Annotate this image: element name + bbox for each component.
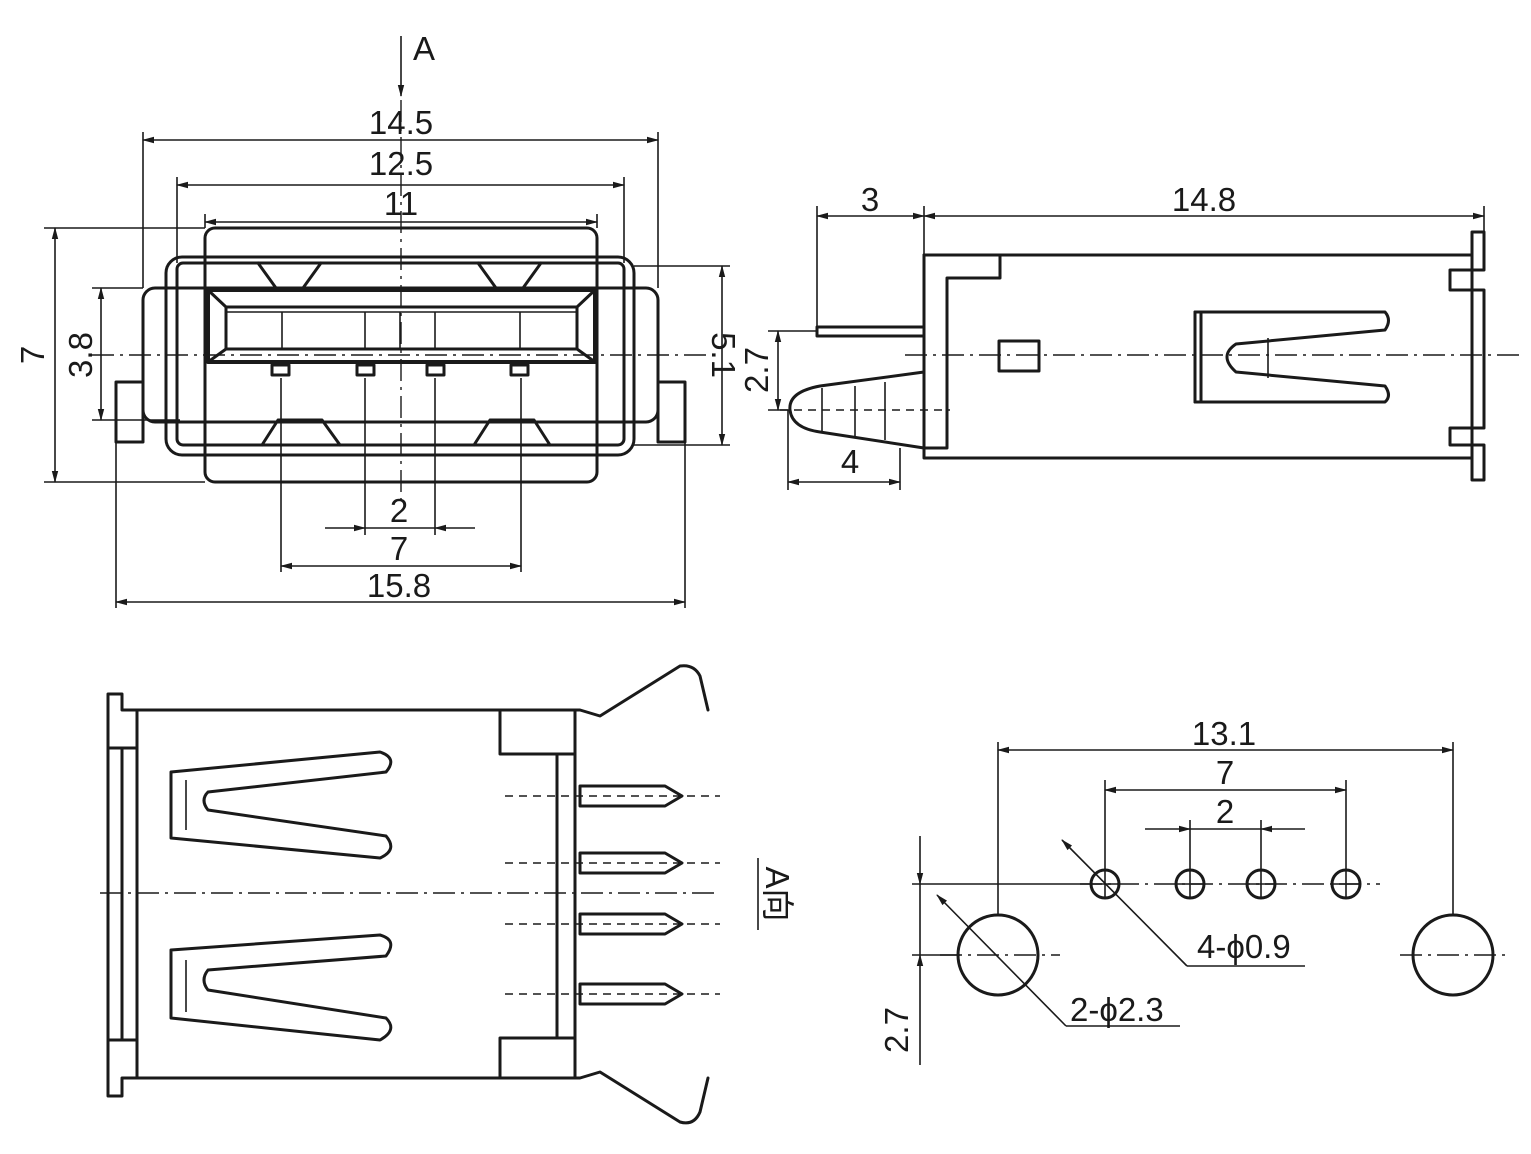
pcb-extension-lines <box>912 742 1454 956</box>
dim-2-pitch: 2 <box>390 492 408 529</box>
view-arrow-a: A <box>397 30 435 97</box>
contact-1 <box>270 363 291 377</box>
dim-13-1: 13.1 <box>1192 715 1256 752</box>
front-view: A <box>14 30 742 608</box>
front-extension-lines <box>44 132 730 608</box>
dim-14-8: 14.8 <box>1172 181 1236 218</box>
dim-12-5: 12.5 <box>369 145 433 182</box>
side-body-outline <box>788 230 1486 482</box>
direction-label: A向 <box>759 866 796 921</box>
dim-11: 11 <box>384 185 418 222</box>
pcb-layout: 13.1 7 2 2.7 4-ϕ0.9 2-ϕ2.3 <box>878 715 1510 1065</box>
dim-4: 4 <box>841 443 859 480</box>
side-dimension-lines <box>774 212 1485 486</box>
front-dimension-lines <box>51 136 726 606</box>
side-extension-lines <box>768 206 1485 490</box>
front-contacts <box>270 363 530 377</box>
dim-2-7-side: 2.7 <box>738 347 775 393</box>
contact-2 <box>355 363 376 377</box>
contact-3 <box>425 363 446 377</box>
dim-7-pcb: 7 <box>1216 754 1234 791</box>
callout-small-holes: 4-ϕ0.9 <box>1197 928 1291 965</box>
dim-5-1: 5.1 <box>705 332 742 378</box>
dim-7-height: 7 <box>14 346 51 364</box>
dim-7-pitch: 7 <box>390 530 408 567</box>
bottom-view: A向 <box>100 664 796 1125</box>
dim-15-8: 15.8 <box>367 567 431 604</box>
dim-2-7-pcb: 2.7 <box>878 1007 915 1053</box>
dim-2-pcb: 2 <box>1216 793 1234 830</box>
dim-3: 3 <box>861 181 879 218</box>
contact-4 <box>509 363 530 377</box>
bottom-body-outline <box>106 664 710 1125</box>
callout-large-holes: 2-ϕ2.3 <box>1070 991 1164 1028</box>
dim-14-5: 14.5 <box>369 104 433 141</box>
view-arrow-label: A <box>413 30 435 67</box>
pcb-dimension-lines <box>916 746 1454 1065</box>
side-view: 3 14.8 2.7 4 <box>738 181 1520 490</box>
dim-3-8: 3.8 <box>62 332 99 378</box>
